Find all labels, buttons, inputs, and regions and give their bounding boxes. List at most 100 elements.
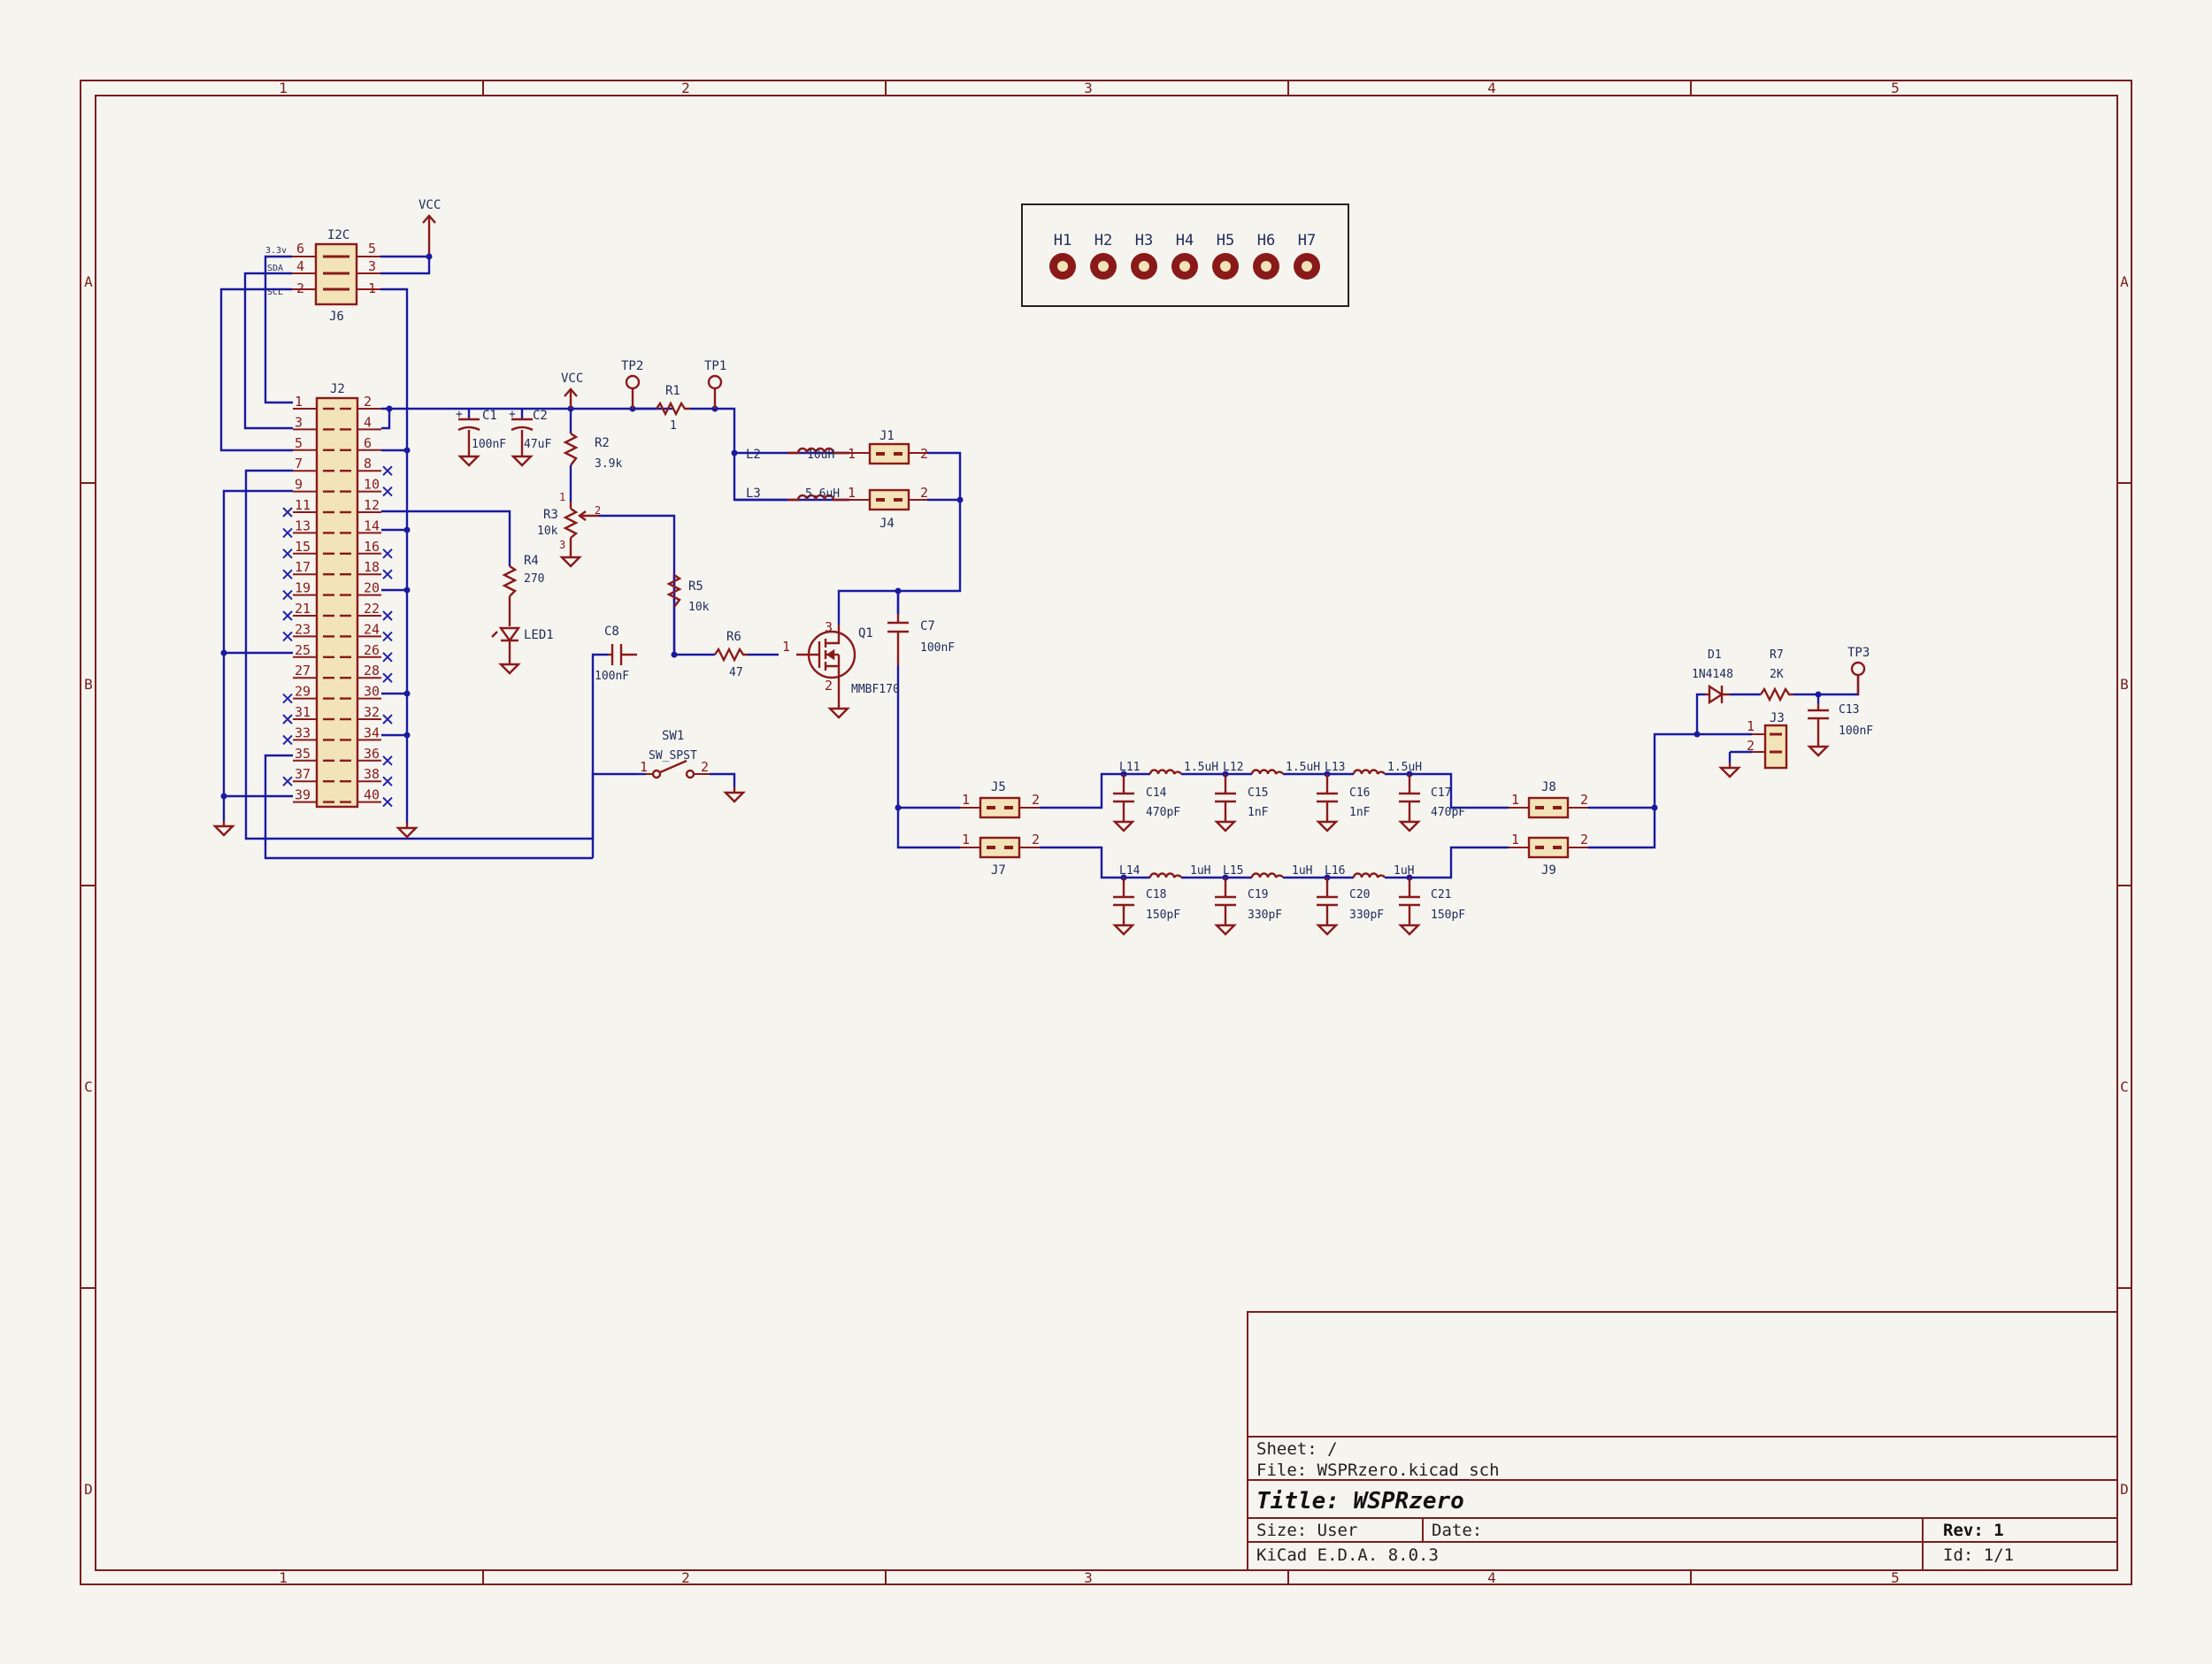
no-connect-marker	[382, 714, 393, 725]
junction-dot	[1815, 691, 1822, 698]
resistor-r4: R4 270	[502, 554, 544, 626]
mounting-hole-label: H6	[1257, 232, 1275, 249]
tb-file: File: WSPRzero.kicad_sch	[1256, 1461, 1500, 1480]
j9-pin1: 1	[1511, 832, 1519, 847]
mounting-hole-label: H4	[1176, 232, 1194, 249]
junction-dot	[1694, 731, 1701, 738]
j2-pin-number: 25	[295, 642, 311, 658]
filter-capacitor	[1317, 878, 1338, 920]
inductor-l13: L13 1.5uH	[1325, 761, 1422, 775]
j2-pin-number: 4	[364, 414, 372, 430]
j2-pin-number: 36	[364, 746, 380, 762]
col-label-1-bottom: 1	[279, 1569, 288, 1586]
i2c-connector: I2C J6 3.3v SDA SCL 6 4 2 5 3 1	[265, 228, 380, 324]
r3-pin2: 2	[595, 504, 601, 517]
c15-val: 1nF	[1248, 806, 1269, 819]
r5-val: 10k	[688, 601, 710, 614]
ground-icon	[1316, 920, 1339, 936]
l2-ref: L2	[746, 448, 761, 462]
q1-ref: Q1	[858, 626, 873, 640]
junction-dot	[403, 526, 411, 533]
c20-val: 330pF	[1349, 909, 1384, 922]
col-label-4-bottom: 4	[1487, 1569, 1496, 1586]
ground-icon	[723, 787, 746, 803]
drawing-frame: 1 2 3 4 5 1 2 3 4 5 A B C D A B C D	[80, 80, 2132, 1586]
row-label-c-right: C	[2120, 1078, 2129, 1095]
resistor-r5: R5 10k	[666, 574, 710, 614]
j7-pin1: 1	[962, 832, 970, 847]
hole-inner-circle	[1302, 261, 1312, 272]
j2-pin-number: 17	[295, 559, 311, 575]
d1-ref: D1	[1708, 648, 1722, 662]
c8-val: 100nF	[595, 670, 629, 683]
vcc-label-2: VCC	[561, 372, 583, 386]
junctions	[220, 253, 1822, 881]
ground-icon	[1398, 817, 1421, 832]
hole-inner-circle	[1098, 261, 1109, 272]
i2c-label-sda: SDA	[267, 264, 283, 273]
mounting-hole-h4: H4	[1171, 232, 1198, 280]
l13-ref: L13	[1325, 761, 1345, 774]
hole-inner-circle	[1057, 261, 1068, 272]
row-label-a-right: A	[2120, 273, 2129, 290]
j2-pin-number: 32	[364, 704, 380, 720]
j2-pin-number: 15	[295, 539, 311, 555]
l2-val: 10uH	[807, 449, 834, 462]
ground-icon	[1214, 817, 1237, 832]
i2c-label-3v3: 3.3v	[265, 246, 287, 256]
junction-dot	[403, 587, 411, 594]
no-connect-marker	[282, 776, 293, 786]
r1-ref: R1	[665, 384, 680, 398]
connector-j3: J3 1 2	[1747, 711, 1788, 770]
j1-ref: J1	[879, 429, 895, 443]
mounting-hole-h7: H7	[1294, 232, 1320, 280]
junction-dot	[1651, 804, 1658, 811]
j7-ref: J7	[991, 863, 1006, 878]
tb-rev: Rev: 1	[1943, 1521, 2004, 1540]
ground-icon	[1807, 741, 1830, 757]
gpio-header-j2: 1357911131517192123252729313335373924681…	[282, 382, 393, 809]
l15-ref: L15	[1223, 864, 1243, 878]
i2c-pin-1: 1	[368, 280, 376, 296]
mounting-hole-label: H5	[1217, 232, 1234, 249]
j2-pin-number: 12	[364, 497, 380, 513]
row-label-d-right: D	[2120, 1481, 2129, 1498]
j2-pin-number: 22	[364, 601, 380, 617]
no-connect-marker	[382, 486, 393, 497]
resistor-r2: R2 3.9k	[563, 433, 622, 471]
c16-val: 1nF	[1349, 806, 1371, 819]
svg-text:+: +	[456, 408, 463, 421]
j2-pin-number: 24	[364, 621, 380, 637]
r6-pin1: 1	[782, 639, 790, 655]
c19-ref: C19	[1248, 888, 1268, 901]
hole-inner-circle	[1139, 261, 1149, 272]
mosfet-q1: Q1 MMBF170 3 2	[796, 619, 900, 703]
j2-pin-number: 38	[364, 766, 380, 782]
r3-val: 10k	[537, 525, 558, 538]
filter-capacitor	[1399, 878, 1420, 920]
capacitor-c13: C13 100nF	[1808, 703, 1873, 741]
c1-val: 100nF	[472, 438, 506, 451]
j2-pin-number: 29	[295, 684, 311, 700]
l16-val: 1uH	[1394, 864, 1414, 878]
no-connect-marker	[282, 714, 293, 725]
j2-ref: J2	[330, 382, 345, 396]
j2-pin-number: 39	[295, 787, 311, 803]
inductor-l14: L14 1uH	[1119, 864, 1210, 878]
j2-pin-number: 16	[364, 539, 380, 555]
i2c-pin-6: 6	[296, 241, 304, 257]
j4-ref: J4	[879, 517, 895, 531]
jumper-j1: J1 1 2	[848, 429, 928, 465]
j2-pin-number: 11	[295, 497, 311, 513]
led1-ref: LED1	[524, 628, 554, 642]
jumper-j9: J9 1 2	[1509, 832, 1588, 878]
j3-pin1: 1	[1747, 718, 1755, 734]
col-label-5-top: 5	[1891, 80, 1900, 96]
l14-val: 1uH	[1190, 864, 1210, 878]
tp3-ref: TP3	[1847, 646, 1870, 660]
c13-val: 100nF	[1839, 725, 1873, 738]
junction-dot	[220, 793, 227, 800]
l12-val: 1.5uH	[1286, 761, 1320, 774]
mounting-hole-label: H7	[1298, 232, 1316, 249]
c19-val: 330pF	[1248, 909, 1282, 922]
